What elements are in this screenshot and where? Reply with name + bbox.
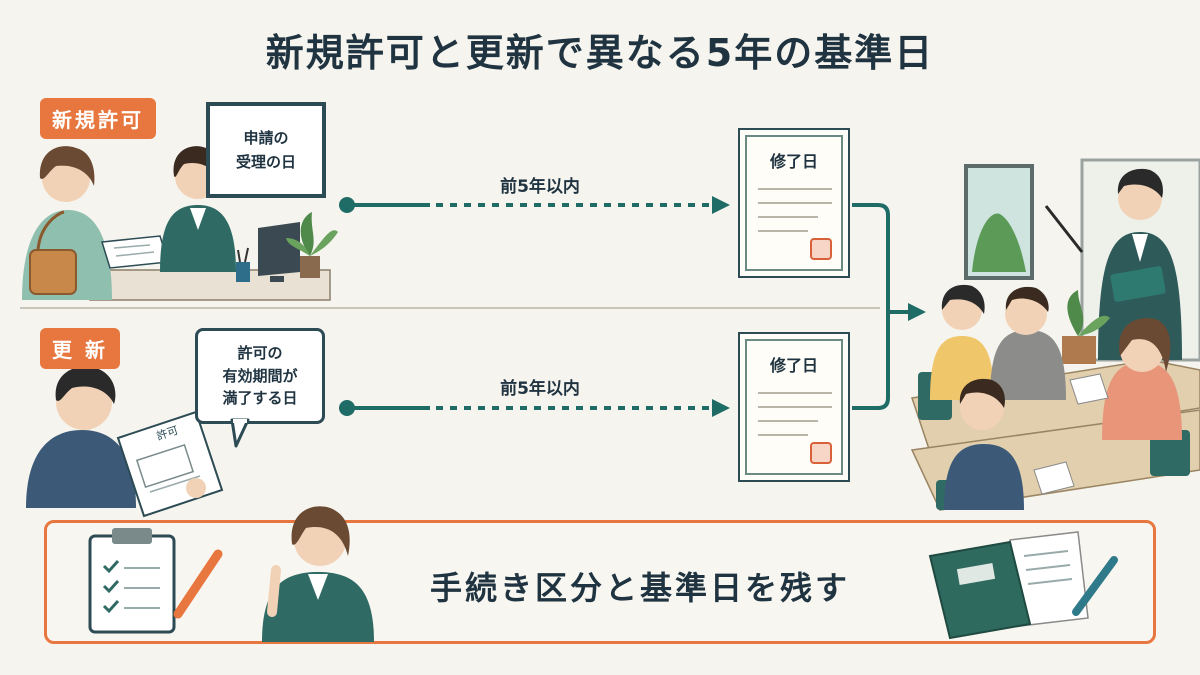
application-received-board: 申請の 受理の日 bbox=[206, 102, 326, 198]
new-permit-arrow-label: 前5年以内 bbox=[500, 177, 580, 197]
renewal-document-label: 許可 bbox=[155, 424, 180, 443]
certificate-line bbox=[758, 406, 832, 408]
certificate-line bbox=[758, 216, 818, 218]
new-permit-arrow bbox=[339, 196, 730, 214]
certificate-title: 修了日 bbox=[769, 152, 818, 171]
renewal-arrow bbox=[339, 399, 730, 417]
row-divider bbox=[20, 307, 880, 309]
new-permit-tag: 新規許可 bbox=[40, 98, 156, 139]
certificate-line bbox=[758, 230, 808, 232]
renewal-scene-illustration: 許可 bbox=[26, 366, 224, 518]
page-title: 新規許可と更新で異なる5年の基準日 bbox=[265, 31, 935, 75]
certificate-line bbox=[758, 434, 808, 436]
renewal-arrow-label: 前5年以内 bbox=[500, 379, 580, 399]
seal-stamp-icon bbox=[810, 238, 832, 260]
certificate-line bbox=[758, 420, 818, 422]
summary-text: 手続き区分と基準日を残す bbox=[429, 569, 850, 607]
certificate-line bbox=[758, 188, 832, 190]
merge-connector bbox=[852, 203, 926, 410]
permit-expiry-speech-bubble: 許可の 有効期間が 満了する日 bbox=[195, 328, 325, 424]
seal-stamp-icon bbox=[810, 442, 832, 464]
new-permit-completion-certificate: 修了日 bbox=[738, 128, 850, 278]
certificate-line bbox=[758, 392, 832, 394]
classroom-illustration bbox=[910, 158, 1200, 511]
certificate-title: 修了日 bbox=[769, 356, 818, 375]
counter-scene-illustration bbox=[22, 146, 338, 301]
renewal-completion-certificate: 修了日 bbox=[738, 332, 850, 482]
renewal-tag: 更 新 bbox=[40, 328, 120, 369]
certificate-line bbox=[758, 202, 832, 204]
